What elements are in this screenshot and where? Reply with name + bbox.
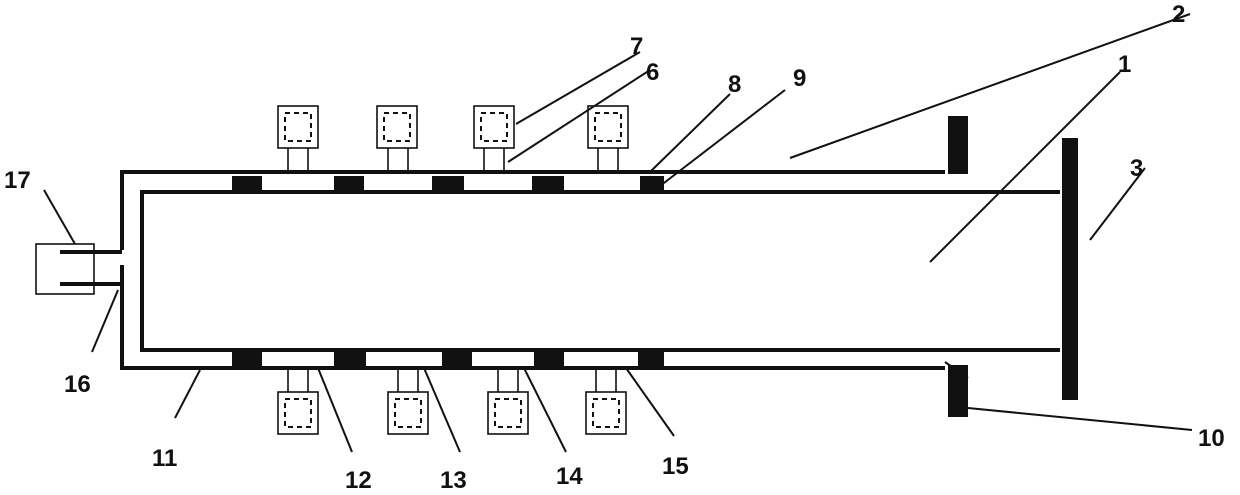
label-3: 3 — [1130, 155, 1143, 182]
bottom-port-1 — [278, 368, 318, 434]
flange-bottom-left — [948, 365, 968, 417]
end-plate-3 — [1062, 138, 1078, 400]
label-9: 9 — [793, 65, 806, 92]
label-2: 2 — [1172, 1, 1185, 28]
label-10: 10 — [1198, 425, 1225, 452]
outer-jacket — [122, 172, 945, 368]
bottom-seals — [232, 350, 664, 366]
label-12: 12 — [345, 467, 372, 494]
label-11: 11 — [152, 445, 177, 472]
label-7: 7 — [630, 33, 643, 60]
bottom-port-3 — [488, 368, 528, 434]
part-labels: 1 2 3 7 6 8 9 10 17 16 11 12 13 14 15 — [4, 1, 1225, 494]
label-16: 16 — [64, 371, 91, 398]
label-13: 13 — [440, 467, 467, 494]
top-port-3 — [474, 106, 514, 172]
inner-tube — [142, 192, 1060, 350]
connector-17 — [36, 244, 122, 294]
top-port-4 — [588, 106, 628, 172]
label-8: 8 — [728, 71, 741, 98]
bottom-port-2 — [388, 368, 428, 434]
label-17: 17 — [4, 167, 31, 194]
label-15: 15 — [662, 453, 689, 480]
flange-top-left — [948, 116, 968, 174]
label-6: 6 — [646, 59, 659, 86]
bottom-port-4 — [586, 368, 626, 434]
top-port-2 — [377, 106, 417, 172]
leader-lines — [44, 14, 1192, 452]
label-14: 14 — [556, 463, 583, 490]
top-port-1 — [278, 106, 318, 172]
label-1: 1 — [1118, 51, 1131, 78]
